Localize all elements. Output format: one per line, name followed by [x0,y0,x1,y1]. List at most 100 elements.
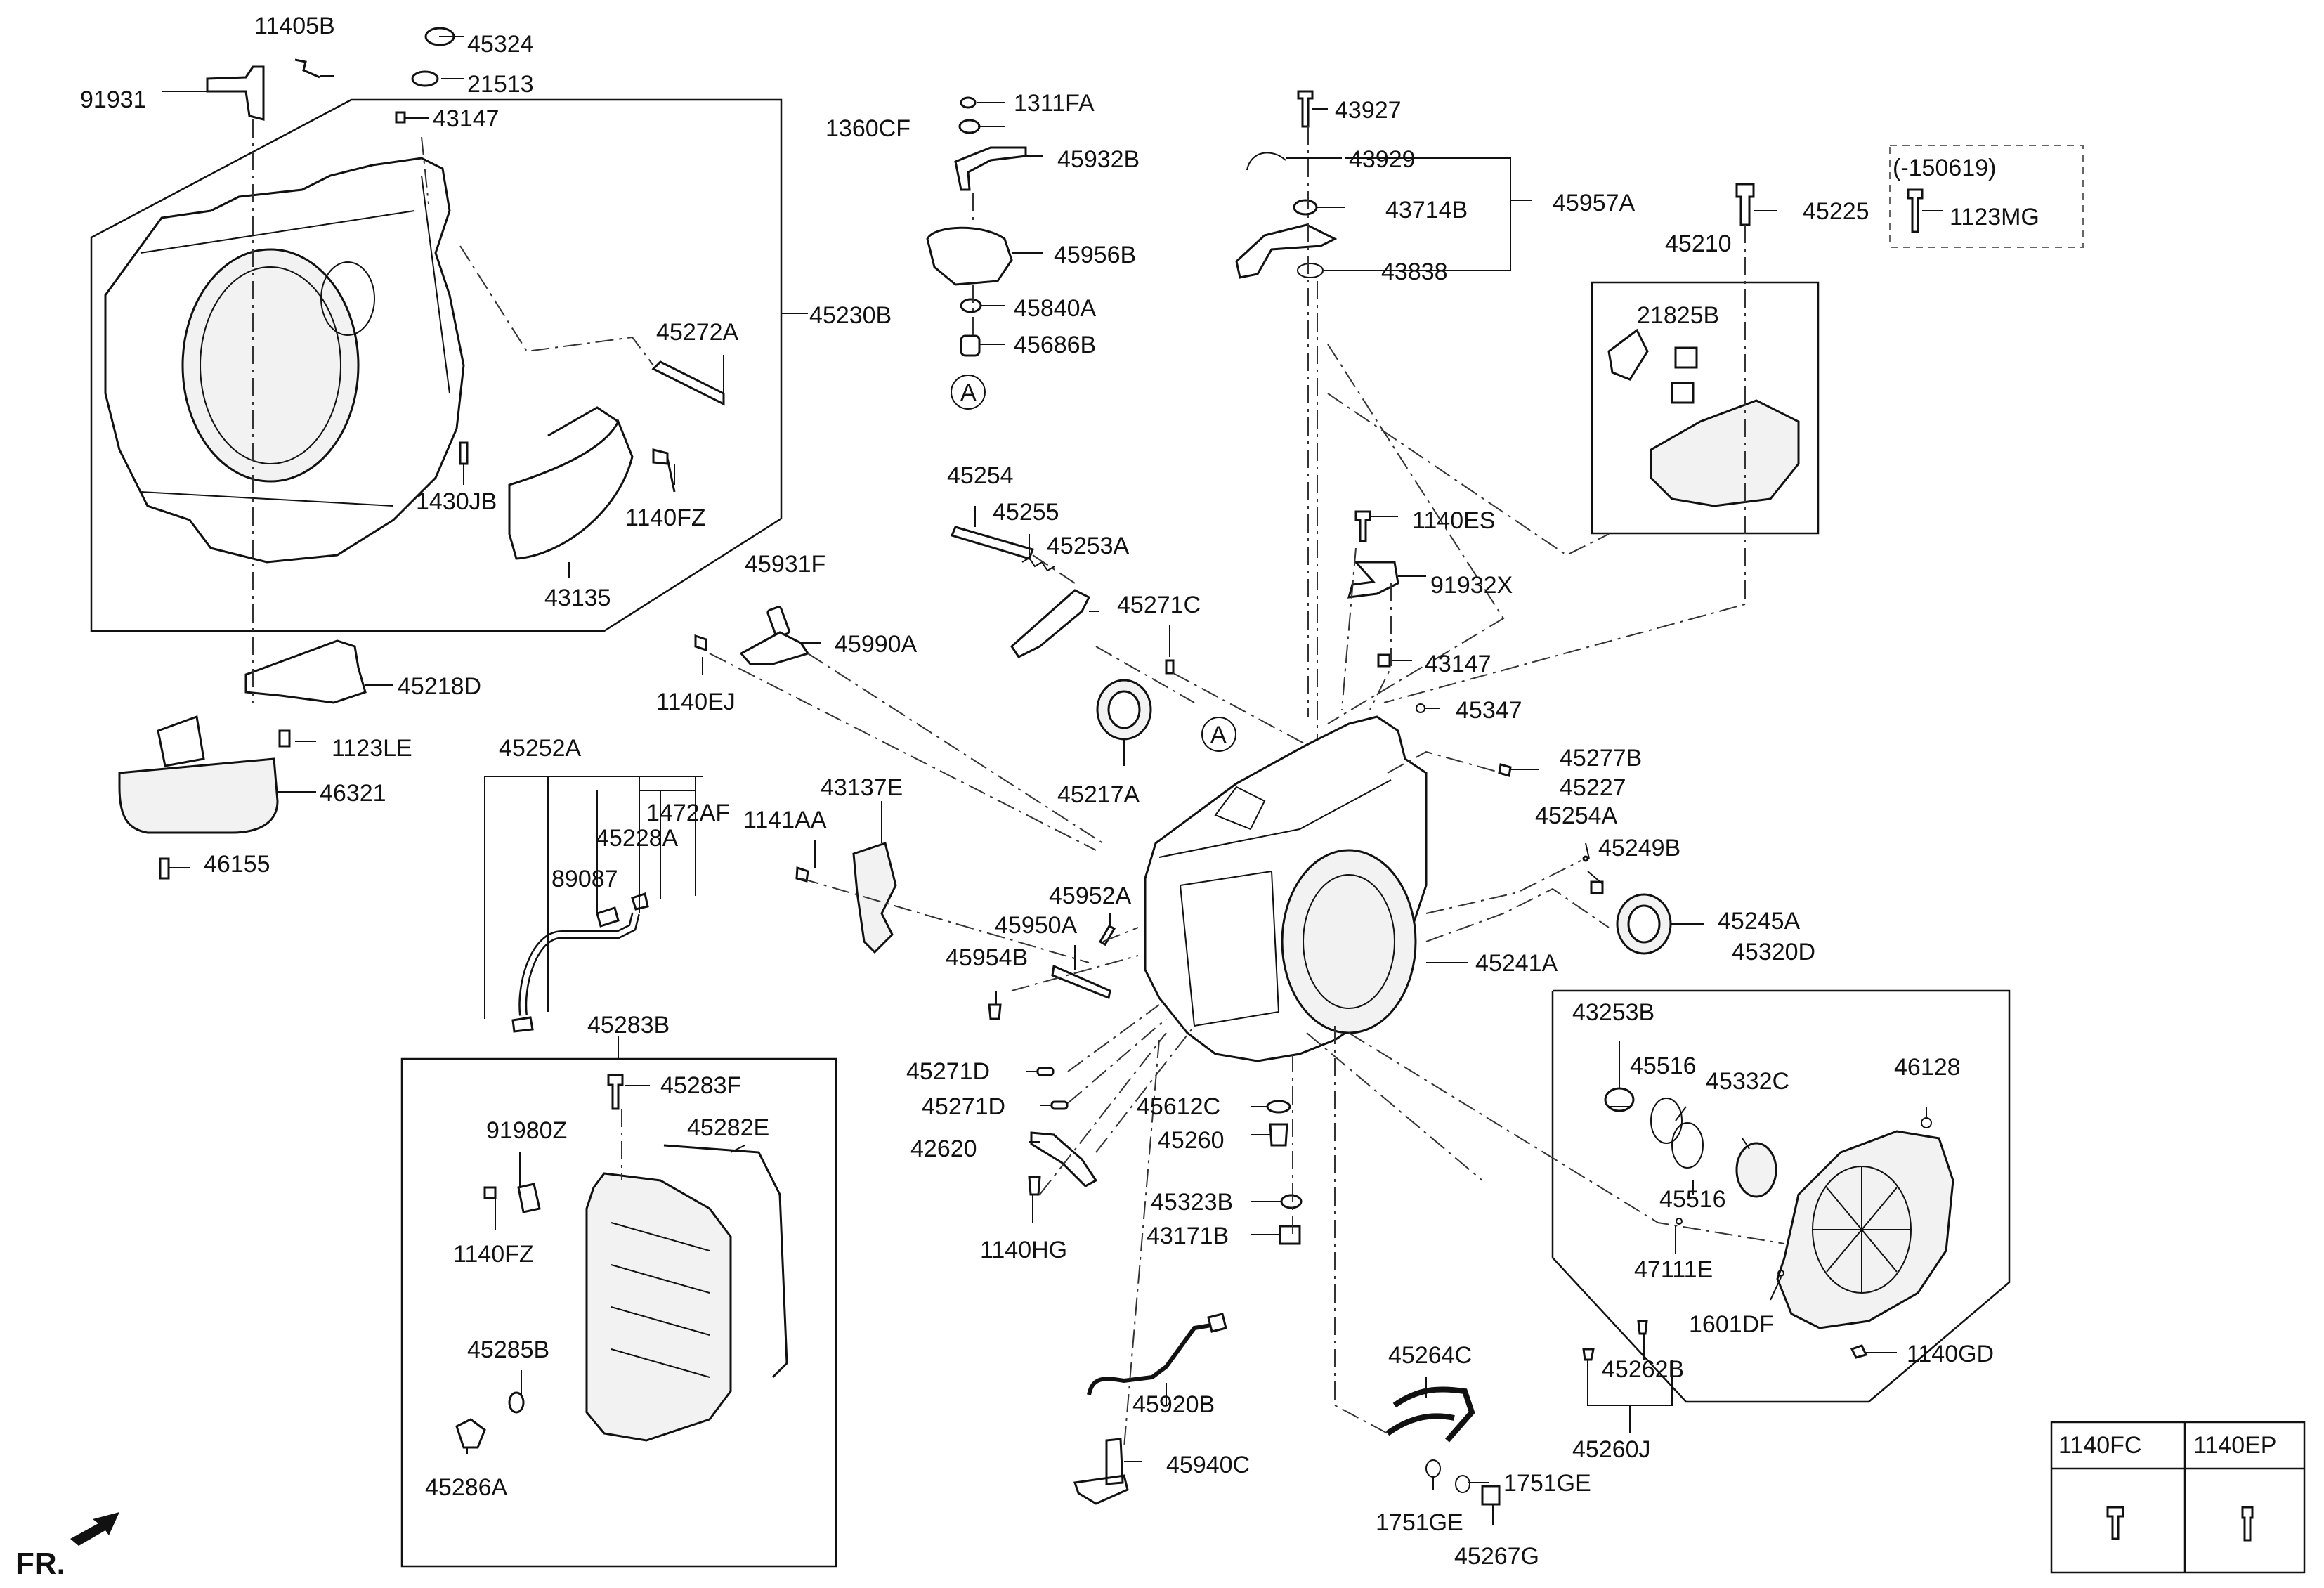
washer-1360CF [958,119,981,134]
label-45264C: 45264C [1388,1342,1472,1369]
label-45954B: 45954B [946,944,1028,971]
bracket-45990A [739,631,810,665]
legend-col2-label: 1140EP [2193,1432,2276,1459]
label-43135: 43135 [544,585,611,611]
variant-box-150619 [1889,145,2084,248]
label-45285B: 45285B [467,1336,549,1363]
rear-cover-spokes [1813,1166,1911,1293]
seal-21513 [411,70,439,87]
label-46321: 46321 [320,780,386,807]
plug-45262B-b [1637,1320,1648,1335]
housing-ribs [140,175,450,507]
bolt-45277B [1498,763,1512,777]
bolt-1140EJ [694,634,707,652]
sensor-45940C [1073,1438,1129,1505]
washer-45323B [1280,1194,1303,1209]
oil-tube-end [511,1016,534,1033]
label-45324: 45324 [467,31,534,58]
label-1123MG: 1123MG [1950,204,2039,230]
seal-45217A-inner [1107,690,1141,729]
converter-bore [181,248,360,483]
converter-boss [320,261,375,336]
bolt-46155 [159,857,170,880]
plug-43171B [1279,1225,1301,1245]
bracket-45218D [244,639,367,704]
bushing-43253B [1604,1087,1635,1112]
label-42620: 42620 [910,1135,977,1162]
case-bore [1281,849,1417,1034]
pin-45271D-b [1050,1100,1069,1110]
label-45253A: 45253A [1047,533,1130,559]
bracket-91932X [1347,561,1399,599]
oring-45516-b [1671,1122,1704,1169]
label-45271C: 45271C [1117,592,1201,618]
top-left-small-parts [118,27,455,880]
gasket-45282E [663,1144,788,1379]
label-91931: 91931 [80,86,147,113]
label-45217A: 45217A [1057,781,1140,808]
label-91932X: 91932X [1430,572,1513,599]
seal-45245A-inner [1627,904,1661,944]
label-45249B: 45249B [1598,835,1680,861]
oil-pan-group [400,1057,837,1568]
shaft-45254 [950,526,1034,560]
legend-col1-label: 1140FC [2058,1432,2141,1459]
bracket-91931 [206,65,265,121]
label-45957A: 45957A [1553,190,1636,216]
label-45277B: 45277B [1560,745,1642,772]
label-45516-b: 45516 [1659,1186,1726,1213]
label-45267G: 45267G [1454,1543,1539,1570]
insulator-21825B-b [1674,346,1698,369]
label-43137E: 43137E [821,774,903,801]
label-45271D-a: 45271D [906,1058,990,1085]
bolt-1140GD [1850,1344,1868,1359]
oil-tube-45252A-outer [518,912,640,1016]
label-45940C: 45940C [1166,1452,1250,1478]
spring-45255 [1021,557,1055,572]
bolt-1141AA [795,866,809,883]
legend-table-frame [2050,1421,2306,1574]
lever-42620 [1030,1131,1098,1187]
label-46128: 46128 [1894,1054,1961,1081]
oring-1751GE-a [1425,1459,1441,1478]
bolt-45954B [988,1003,1002,1020]
label-45286A: 45286A [425,1474,508,1501]
pin-1430JB [459,441,469,465]
assembly-lines [252,119,1785,1448]
label-43253B: 43253B [1572,999,1654,1026]
bracket-45957A [1235,223,1338,279]
label-43171B: 43171B [1147,1223,1229,1249]
pin-45271D-a [1036,1067,1055,1076]
label-45932B: 45932B [1057,146,1140,173]
label-45323B: 45323B [1151,1189,1233,1216]
label-45283F: 45283F [660,1072,741,1099]
bushing-43714B [1293,199,1318,216]
plug-45267G [1481,1485,1501,1506]
clip-45272A [651,360,725,406]
label-21513: 21513 [467,71,534,98]
oring-1751GE-b [1455,1475,1470,1493]
mount-box-45210 [1591,281,1820,535]
label-45252A: 45252A [499,735,582,762]
label-45210: 45210 [1665,230,1732,257]
bracket-91980Z [517,1183,541,1213]
baffle-43135 [508,406,634,560]
label-46155: 46155 [204,851,270,878]
label-1472AF: 1472AF [646,800,730,826]
label-1311FA: 1311FA [1014,90,1095,117]
part-number-labels: 11405B 45324 21513 91931 43147 45230B 45… [80,13,2039,1570]
hose-43929 [1246,152,1286,171]
label-A-mid: A [1210,722,1227,748]
label-45990A: 45990A [835,631,918,658]
label-1140EJ: 1140EJ [656,689,736,715]
label-45282E: 45282E [687,1114,769,1141]
label-45262B: 45262B [1602,1356,1684,1383]
bolt-1140HG [1028,1176,1041,1196]
oil-pan-body [585,1172,732,1442]
label-45931F: 45931F [745,551,825,578]
label-45227: 45227 [1560,774,1626,801]
front-label: FR. [15,1547,65,1581]
clip-45286A [455,1418,486,1449]
oring-45516-a [1650,1098,1683,1144]
